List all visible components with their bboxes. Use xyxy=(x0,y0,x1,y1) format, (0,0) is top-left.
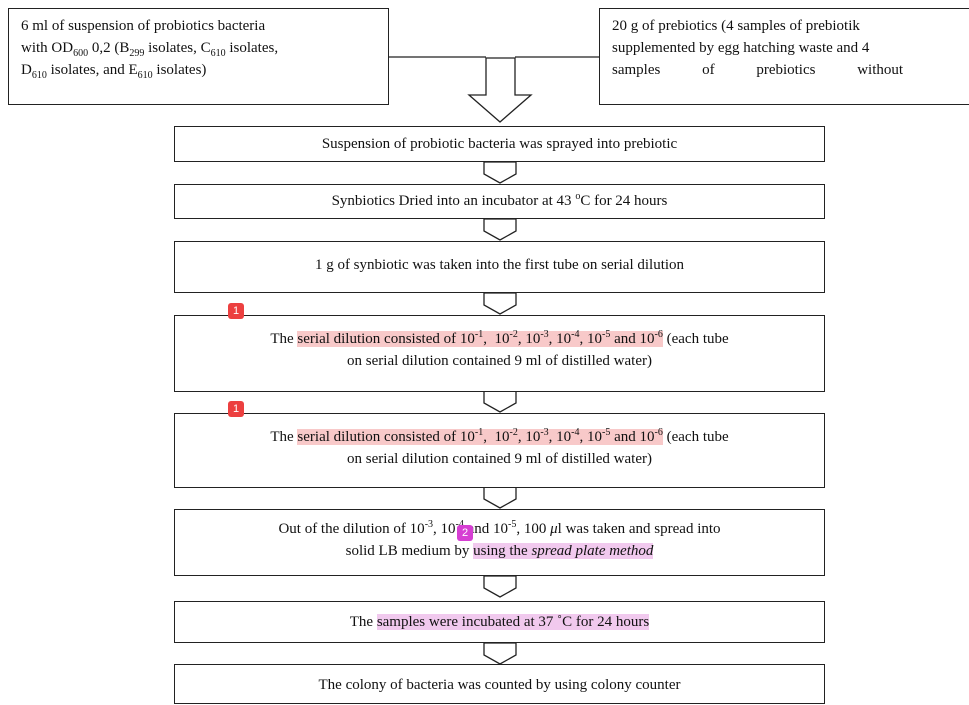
probiotic-suspension-box: 6 ml of suspension of probiotics bacteri… xyxy=(8,8,389,105)
dilution-highlight-b: serial dilution consisted of 10-1, 10-2,… xyxy=(297,427,663,445)
arrow-4 xyxy=(483,390,517,413)
serial-dilution-box-1: The serial dilution consisted of 10-1, 1… xyxy=(174,315,825,392)
spread-plate-box: Out of the dilution of 10-3, 10-4 and 10… xyxy=(174,509,825,576)
spray-step-text: Suspension of probiotic bacteria was spr… xyxy=(321,136,678,152)
spread-line-1: Out of the dilution of 10-3, 10-4 and 10… xyxy=(278,519,721,538)
annotation-badge-2: 1 xyxy=(228,401,244,417)
take-sample-box: 1 g of synbiotic was taken into the firs… xyxy=(174,241,825,293)
incubate-highlight: samples were incubated at 37 ˚C for 24 h… xyxy=(376,614,650,630)
prebiotics-box: 20 g of prebiotics (4 samples of prebiot… xyxy=(599,8,969,105)
take-sample-text: 1 g of synbiotic was taken into the firs… xyxy=(314,257,685,273)
dilution-line-2: on serial dilution contained 9 ml of dis… xyxy=(347,353,652,369)
arrow-2 xyxy=(483,218,517,241)
spread-highlight: using the spread plate method xyxy=(473,543,654,559)
count-step-text: The colony of bacteria was counted by us… xyxy=(318,677,681,693)
arrow-6 xyxy=(483,575,517,598)
annotation-badge-1: 1 xyxy=(228,303,244,319)
count-step-box: The colony of bacteria was counted by us… xyxy=(174,664,825,704)
right-line-1: 20 g of prebiotics (4 samples of prebiot… xyxy=(612,18,860,34)
arrow-5 xyxy=(483,486,517,509)
left-line-1: 6 ml of suspension of probiotics bacteri… xyxy=(21,18,266,34)
arrow-7 xyxy=(483,642,517,665)
left-line-3: D610 isolates, and E610 isolates) xyxy=(21,62,207,81)
right-line-3: samples of prebiotics without xyxy=(612,62,904,78)
dry-step-text: Synbiotics Dried into an incubator at 43… xyxy=(331,191,668,210)
arrow-1 xyxy=(483,161,517,184)
arrow-3 xyxy=(483,292,517,315)
left-line-2: with OD600 0,2 (B299 isolates, C610 isol… xyxy=(21,40,279,59)
dilution-highlight: serial dilution consisted of 10-1, 10-2,… xyxy=(297,329,663,347)
dilution-line-1: The serial dilution consisted of 10-1, 1… xyxy=(270,329,729,347)
dilution-line-2b: on serial dilution contained 9 ml of dis… xyxy=(347,451,652,467)
annotation-badge-3: 2 xyxy=(457,525,473,541)
dry-step-box: Synbiotics Dried into an incubator at 43… xyxy=(174,184,825,219)
right-line-2: supplemented by egg hatching waste and 4 xyxy=(612,40,870,56)
dilution-line-1b: The serial dilution consisted of 10-1, 1… xyxy=(270,427,729,445)
merge-arrow xyxy=(467,57,533,123)
spray-step-box: Suspension of probiotic bacteria was spr… xyxy=(174,126,825,162)
spread-line-2: solid LB medium by using the spread plat… xyxy=(345,543,654,559)
incubate-step-box: The samples were incubated at 37 ˚C for … xyxy=(174,601,825,643)
serial-dilution-box-2: The serial dilution consisted of 10-1, 1… xyxy=(174,413,825,488)
